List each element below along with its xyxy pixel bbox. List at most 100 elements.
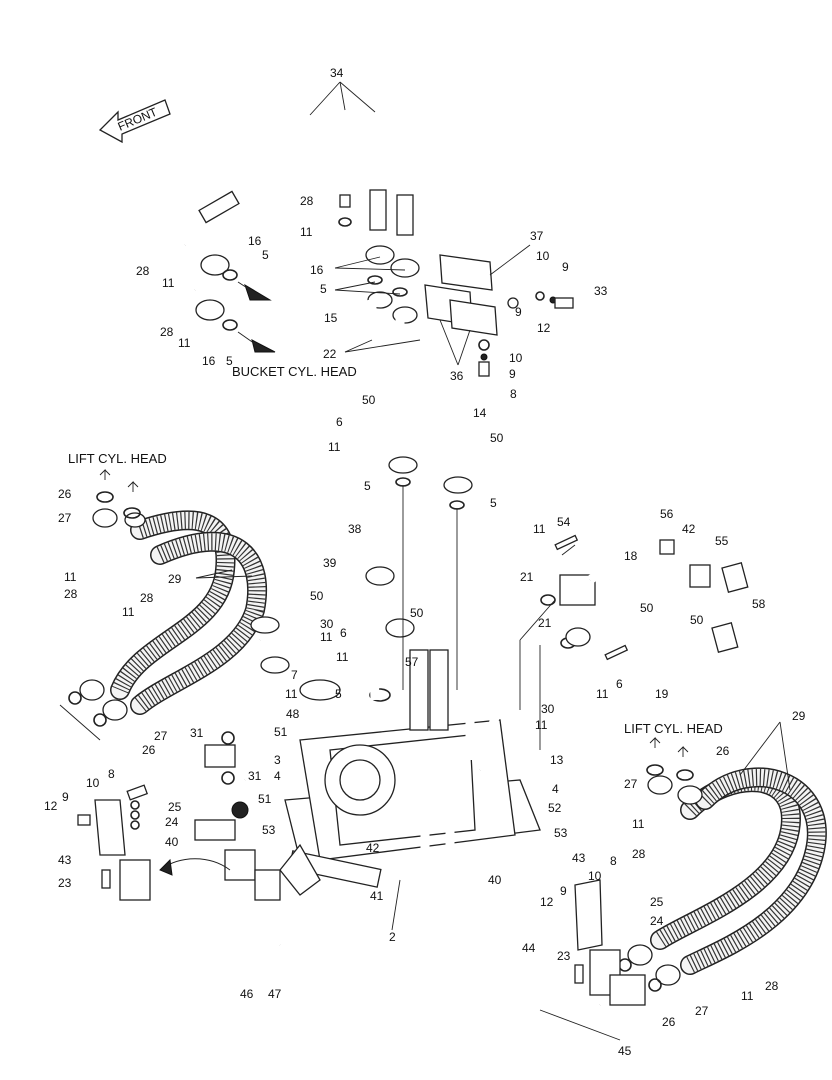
callout-30: 30 xyxy=(541,702,555,716)
callout-5: 5 xyxy=(364,479,371,493)
callout-45: 45 xyxy=(618,1044,632,1058)
callout-31: 31 xyxy=(190,726,204,740)
lift-cyl-head-right-caption: LIFT CYL. HEAD xyxy=(624,721,723,736)
callout-29: 29 xyxy=(168,572,182,586)
callout-39: 39 xyxy=(323,556,337,570)
callout-37: 37 xyxy=(530,229,544,243)
left-bucket-flanges xyxy=(195,254,276,353)
callout-21: 21 xyxy=(538,616,552,630)
callout-26: 26 xyxy=(716,744,730,758)
callout-58: 58 xyxy=(752,597,766,611)
callout-labels: 34 28 11 16 5 28 11 16 5 28 11 16 5 15 2… xyxy=(44,66,806,1058)
callout-9: 9 xyxy=(562,260,569,274)
leader-lines xyxy=(59,81,791,1041)
right-lift-hoses xyxy=(618,736,827,992)
callout-21: 21 xyxy=(520,570,534,584)
callout-18: 18 xyxy=(624,549,638,563)
callout-3: 3 xyxy=(274,753,281,767)
callout-12: 12 xyxy=(540,895,554,909)
callout-28: 28 xyxy=(160,325,174,339)
callout-10: 10 xyxy=(588,869,602,883)
callout-24: 24 xyxy=(165,815,179,829)
callout-15: 15 xyxy=(324,311,338,325)
callout-28: 28 xyxy=(64,587,78,601)
callout-12: 12 xyxy=(44,799,58,813)
callout-13: 13 xyxy=(550,753,564,767)
callout-25: 25 xyxy=(168,800,182,814)
bucket-pipes xyxy=(367,300,473,510)
callout-8: 8 xyxy=(510,387,517,401)
left-lift-hoses xyxy=(68,468,268,727)
callout-40: 40 xyxy=(165,835,179,849)
callout-28: 28 xyxy=(632,847,646,861)
callout-50: 50 xyxy=(410,606,424,620)
callout-48: 48 xyxy=(286,707,300,721)
callout-34: 34 xyxy=(330,66,344,80)
callout-50: 50 xyxy=(690,613,704,627)
callout-55: 55 xyxy=(715,534,729,548)
return-pipes-18-19 xyxy=(519,534,749,750)
callout-43: 43 xyxy=(58,853,72,867)
callout-6: 6 xyxy=(616,677,623,691)
callout-4: 4 xyxy=(274,769,281,783)
callout-5: 5 xyxy=(320,282,327,296)
callout-50: 50 xyxy=(490,431,504,445)
callout-6: 6 xyxy=(340,626,347,640)
callout-38: 38 xyxy=(348,522,362,536)
callout-9: 9 xyxy=(560,884,567,898)
callout-43: 43 xyxy=(572,851,586,865)
callout-56: 56 xyxy=(660,507,674,521)
front-direction-arrow: FRONT xyxy=(98,99,171,144)
callout-11: 11 xyxy=(535,718,548,732)
callout-8: 8 xyxy=(610,854,617,868)
callout-28: 28 xyxy=(300,194,314,208)
callout-11: 11 xyxy=(320,630,333,644)
callout-41: 41 xyxy=(370,889,384,903)
callout-22: 22 xyxy=(323,347,337,361)
lower-right-pipes xyxy=(420,820,646,1025)
callout-29: 29 xyxy=(792,709,806,723)
callout-11: 11 xyxy=(533,522,546,536)
callout-27: 27 xyxy=(154,729,168,743)
callout-11: 11 xyxy=(632,817,645,831)
callout-5: 5 xyxy=(335,687,342,701)
callout-53: 53 xyxy=(262,823,276,837)
lift-cyl-head-left-caption: LIFT CYL. HEAD xyxy=(68,451,167,466)
callout-11: 11 xyxy=(64,570,77,584)
front-label: FRONT xyxy=(116,104,160,133)
callout-11: 11 xyxy=(162,276,175,290)
callout-27: 27 xyxy=(624,777,638,791)
callout-11: 11 xyxy=(178,336,191,350)
callout-4: 4 xyxy=(552,782,559,796)
bolt-group-top xyxy=(338,194,420,324)
callout-11: 11 xyxy=(122,605,135,619)
callout-50: 50 xyxy=(310,589,324,603)
clamp-brackets xyxy=(424,254,574,377)
callout-53: 53 xyxy=(554,826,568,840)
left-clamp-assembly xyxy=(77,784,231,901)
callout-5: 5 xyxy=(262,248,269,262)
callout-42: 42 xyxy=(366,841,380,855)
callout-23: 23 xyxy=(557,949,571,963)
callout-52: 52 xyxy=(548,801,562,815)
callout-9: 9 xyxy=(509,367,516,381)
callout-24: 24 xyxy=(650,914,664,928)
callout-36: 36 xyxy=(450,369,464,383)
callout-9: 9 xyxy=(515,305,522,319)
callout-19: 19 xyxy=(655,687,669,701)
callout-28: 28 xyxy=(765,979,779,993)
callout-44: 44 xyxy=(522,941,536,955)
callout-11: 11 xyxy=(328,440,341,454)
callout-50: 50 xyxy=(362,393,376,407)
callout-50: 50 xyxy=(640,601,654,615)
callout-11: 11 xyxy=(300,225,313,239)
callout-16: 16 xyxy=(310,263,324,277)
callout-5: 5 xyxy=(226,354,233,368)
callout-26: 26 xyxy=(142,743,156,757)
callout-16: 16 xyxy=(202,354,216,368)
callout-51: 51 xyxy=(274,725,288,739)
lower-left-pipes xyxy=(185,731,282,950)
callout-26: 26 xyxy=(662,1015,676,1029)
callout-47: 47 xyxy=(268,987,282,1001)
callout-7: 7 xyxy=(291,668,298,682)
